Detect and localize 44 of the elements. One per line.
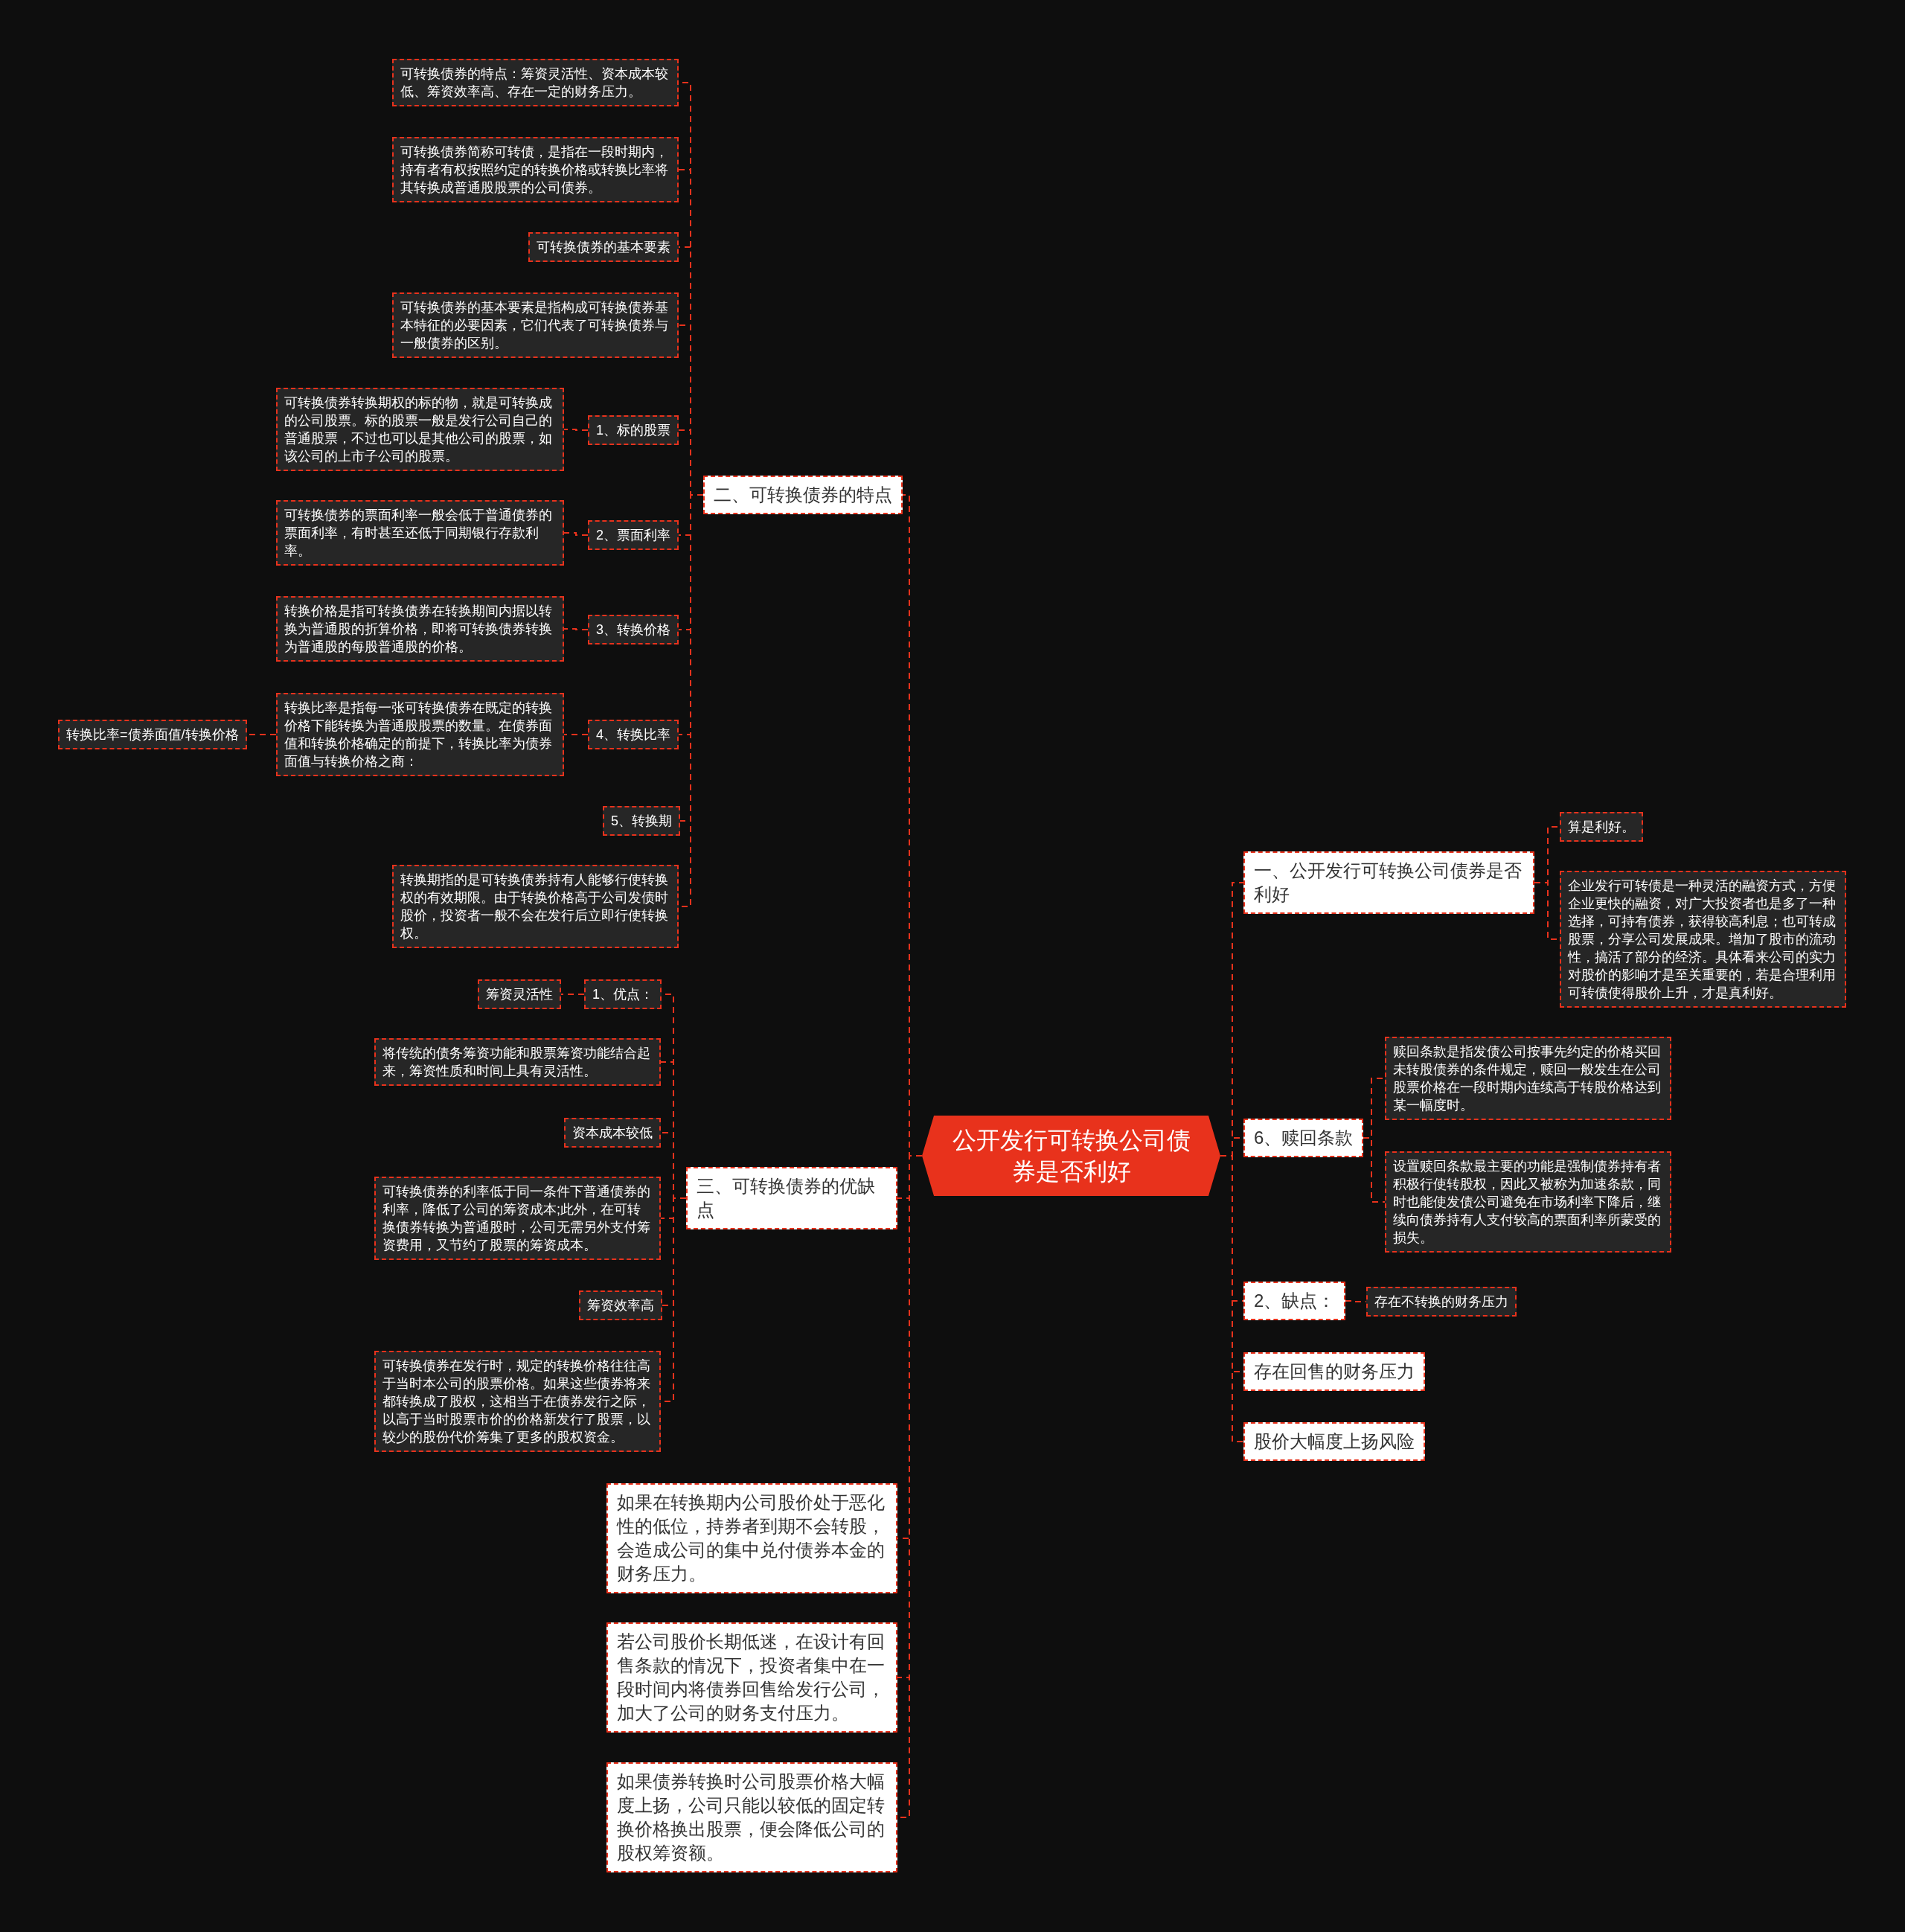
topic-box: 如果在转换期内公司股价处于恶化性的低位，持券者到期不会转股，会造成公司的集中兑付债券本金的财务压力。 xyxy=(606,1483,897,1593)
note-box: 可转换债券简称可转债，是指在一段时期内，持有者有权按照约定的转换价格或转换比率将其转换成普通股股票的公司债券。 xyxy=(392,137,679,202)
note-box: 可转换债券的特点：筹资灵活性、资本成本较低、筹资效率高、存在一定的财务压力。 xyxy=(392,59,679,106)
topic-box: 一、公开发行可转换公司债券是否利好 xyxy=(1243,851,1534,914)
connector-line xyxy=(560,994,585,995)
note-box: 转换比率=债券面值/转换价格 xyxy=(58,720,247,749)
note-box: 1、标的股票 xyxy=(588,415,679,445)
note-box: 可转换债券转换期权的标的物，就是可转换成的公司股票。标的股票一般是发行公司自己的普通股票，不过也可以是其他公司的股票，如该公司的上市子公司的股票。 xyxy=(276,388,564,471)
note-box: 可转换债券的基本要素 xyxy=(528,232,679,262)
connector-line xyxy=(563,628,589,630)
note-box: 2、票面利率 xyxy=(588,520,679,550)
connector-line xyxy=(563,532,589,536)
note-box: 筹资灵活性 xyxy=(478,979,561,1009)
note-box: 3、转换价格 xyxy=(588,615,679,644)
note-box: 企业发行可转债是一种灵活的融资方式，方便企业更快的融资，对广大投资者也是多了一种选择，可持有债券，获得较高利息；也可转成股票，分享公司发展成果。增加了股市的流动性，搞活了部分的经济。具体看来公司的实力对股价的影响才是至关重要的，若是合理利用可转债使得股价上升，才是真利好。 xyxy=(1560,871,1846,1008)
topic-box: 存在回售的财务压力 xyxy=(1243,1352,1425,1391)
topic-box: 股价大幅度上扬风险 xyxy=(1243,1422,1425,1461)
note-box: 筹资效率高 xyxy=(579,1290,662,1320)
note-box: 5、转换期 xyxy=(603,806,680,836)
note-box: 存在不转换的财务压力 xyxy=(1366,1287,1517,1317)
note-box: 转换期指的是可转换债券持有人能够行使转换权的有效期限。由于转换价格高于公司发债时股价，投资者一般不会在发行后立即行使转换权。 xyxy=(392,865,679,948)
connector-line xyxy=(563,429,589,431)
connector-line xyxy=(563,734,589,735)
note-box: 赎回条款是指发债公司按事先约定的价格买回未转股债券的条件规定，赎回一般发生在公司股票价格在一段时期内连续高于转股价格达到某一幅度时。 xyxy=(1385,1037,1671,1120)
note-box: 资本成本较低 xyxy=(564,1118,661,1148)
topic-box: 如果债券转换时公司股票价格大幅度上扬，公司只能以较低的固定转换价格换出股票，便会降低公司的股权筹资额。 xyxy=(606,1762,897,1872)
topic-box: 三、可转换债券的优缺点 xyxy=(686,1167,897,1229)
note-box: 可转换债券的利率低于同一条件下普通债券的利率，降低了公司的筹资成本;此外，在可转换债券转换为普通股时，公司无需另外支付筹资费用，又节约了股票的筹资成本。 xyxy=(374,1177,661,1260)
topic-box: 2、缺点： xyxy=(1243,1282,1346,1320)
topic-box: 若公司股价长期低迷，在设计有回售条款的情况下，投资者集中在一段时间内将债券回售给发行公司，加大了公司的财务支付压力。 xyxy=(606,1622,897,1733)
central-topic: 公开发行可转换公司债券是否利好 xyxy=(922,1116,1220,1196)
note-box: 可转换债券的基本要素是指构成可转换债券基本特征的必要因素，它们代表了可转换债券与一般债券的区别。 xyxy=(392,292,679,358)
note-box: 设置赎回条款最主要的功能是强制债券持有者积极行使转股权，因此又被称为加速条款，同时也能使发债公司避免在市场利率下降后，继续向债券持有人支付较高的票面利率所蒙受的损失。 xyxy=(1385,1151,1671,1253)
note-box: 转换价格是指可转换债券在转换期间内据以转换为普通股的折算价格，即将可转换债券转换为普通股的每股普通股的价格。 xyxy=(276,596,564,662)
note-box: 可转换债券的票面利率一般会低于普通债券的票面利率，有时甚至还低于同期银行存款利率。 xyxy=(276,500,564,566)
note-box: 将传统的债务筹资功能和股票筹资功能结合起来，筹资性质和时间上具有灵活性。 xyxy=(374,1038,661,1086)
note-box: 算是利好。 xyxy=(1560,812,1643,842)
note-box: 可转换债券在发行时，规定的转换价格往往高于当时本公司的股票价格。如果这些债券将来都转换成了股权，这相当于在债券发行之际，以高于当时股票市价的价格新发行了股票，以较少的股份代价筹集了更多的股权资金。 xyxy=(374,1351,661,1452)
note-box: 1、优点： xyxy=(584,979,662,1009)
topic-box: 6、赎回条款 xyxy=(1243,1119,1364,1157)
topic-box: 二、可转换债券的特点 xyxy=(703,476,903,514)
note-box: 转换比率是指每一张可转换债券在既定的转换价格下能转换为普通股股票的数量。在债券面值和转换价格确定的前提下，转换比率为债券面值与转换价格之商： xyxy=(276,693,564,776)
note-box: 4、转换比率 xyxy=(588,720,679,749)
connector-line xyxy=(1363,1137,1386,1203)
